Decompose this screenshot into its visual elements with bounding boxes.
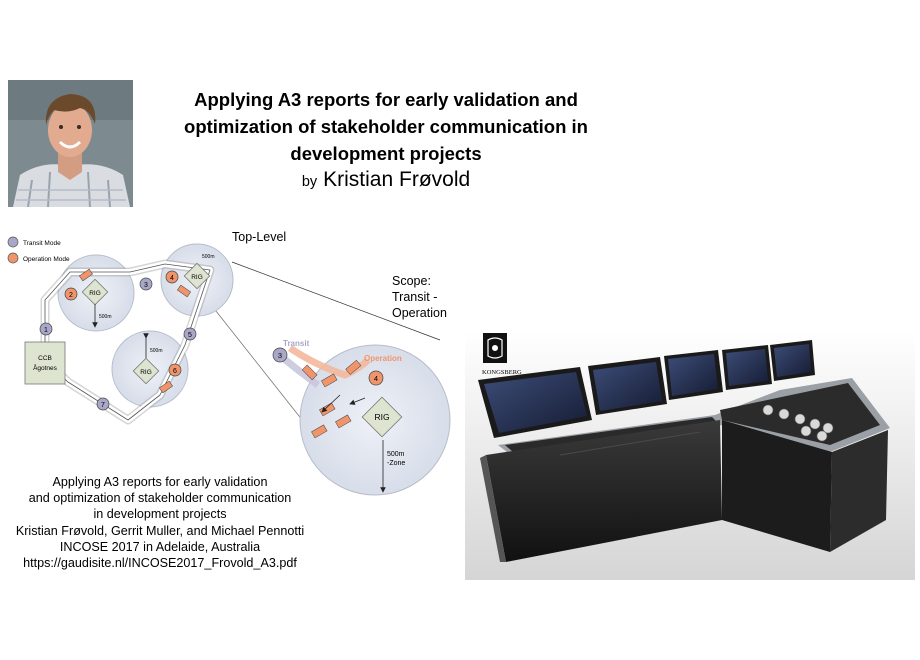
console-screen <box>664 350 723 400</box>
reference-line-3: in development projects <box>93 507 227 522</box>
svg-text:RIG: RIG <box>89 290 101 297</box>
svg-text:4: 4 <box>374 374 378 383</box>
zone-distance-label: 500m <box>387 451 405 458</box>
console-screen <box>588 357 667 415</box>
svg-text:RIG: RIG <box>140 369 152 376</box>
author-photo <box>8 80 133 207</box>
operation-step-4: 4 <box>165 270 179 284</box>
legend-transit-label: Transit Mode <box>23 240 61 247</box>
control-knobs <box>762 404 834 442</box>
top-level-label: Top-Level <box>232 230 287 244</box>
svg-text:3: 3 <box>144 282 148 289</box>
svg-text:7: 7 <box>101 402 105 409</box>
kongsberg-logo-icon <box>483 333 507 363</box>
reference-block: Applying A3 reports for early validation… <box>0 474 320 571</box>
scope-line-3: Operation <box>392 306 447 320</box>
scope-label: Scope: Transit - Operation <box>392 273 447 321</box>
operation-label: Operation <box>364 354 402 363</box>
rig-diamond-large: RIG <box>361 396 403 438</box>
rig-diamond: RIG <box>81 278 109 306</box>
console-screen <box>770 340 815 381</box>
legend-transit-icon <box>7 236 19 248</box>
transit-step-5: 5 <box>183 327 197 341</box>
rig-diamond: RIG <box>183 262 211 290</box>
operation-step-4-detail: 4 <box>368 370 384 386</box>
person-portrait-icon <box>8 80 133 207</box>
transit-step-3: 3 <box>139 277 153 291</box>
reference-conference: INCOSE 2017 in Adelaide, Australia <box>59 539 261 554</box>
distance-label: 500m <box>202 254 215 260</box>
reference-line-1: Applying A3 reports for early validation <box>52 475 268 489</box>
by-label: by <box>301 174 318 190</box>
svg-text:RIG: RIG <box>191 274 203 281</box>
svg-text:RIG: RIG <box>374 412 389 422</box>
console-screen <box>722 345 772 390</box>
reference-line-2: and optimization of stakeholder communic… <box>28 491 292 506</box>
reference-authors: Kristian Frøvold, Gerrit Muller, and Mic… <box>15 523 305 538</box>
transit-step-3-detail: 3 <box>272 347 288 363</box>
svg-text:2: 2 <box>69 292 73 299</box>
title-line-3: development projects <box>290 143 482 164</box>
scope-line-1: Scope: <box>392 274 431 288</box>
svg-text:1: 1 <box>44 327 48 334</box>
svg-text:3: 3 <box>278 351 282 360</box>
zone-label: -Zone <box>387 460 405 467</box>
transit-step-1: 1 <box>39 322 53 336</box>
reference-url: https://gaudisite.nl/INCOSE2017_Frovold_… <box>23 556 297 571</box>
scope-line-2: Transit - <box>392 290 438 304</box>
console-screen <box>478 367 592 438</box>
operation-step-6: 6 <box>168 363 182 377</box>
svg-text:6: 6 <box>173 368 177 375</box>
svg-text:4: 4 <box>170 275 174 282</box>
title-block: Applying A3 reports for early validation… <box>150 86 622 194</box>
legend-operation-icon <box>7 252 19 264</box>
author-line: by Kristian Frøvold <box>150 168 622 194</box>
svg-text:5: 5 <box>188 332 192 339</box>
distance-label: 500m <box>150 348 163 354</box>
bridge-console-image: KONGSBERG <box>465 330 915 580</box>
transit-label: Transit <box>283 339 310 348</box>
rig-diamond: RIG <box>132 357 160 385</box>
author-name: Kristian Frøvold <box>323 168 471 191</box>
distance-label: 500m <box>99 314 112 320</box>
ccb-location-label: Ågotnes <box>33 363 58 372</box>
legend-operation-label: Operation Mode <box>23 256 70 263</box>
operation-diagram: Transit Mode Operation Mode CCB Ågotnes … <box>7 236 451 496</box>
transit-step-7: 7 <box>96 397 110 411</box>
ccb-label: CCB <box>38 355 52 362</box>
kongsberg-brand: KONGSBERG <box>482 369 522 376</box>
title-line-1: Applying A3 reports for early validation… <box>194 89 578 110</box>
ccb-box <box>24 341 66 385</box>
operation-step-2: 2 <box>64 287 78 301</box>
title-line-2: optimization of stakeholder communicatio… <box>184 116 588 137</box>
